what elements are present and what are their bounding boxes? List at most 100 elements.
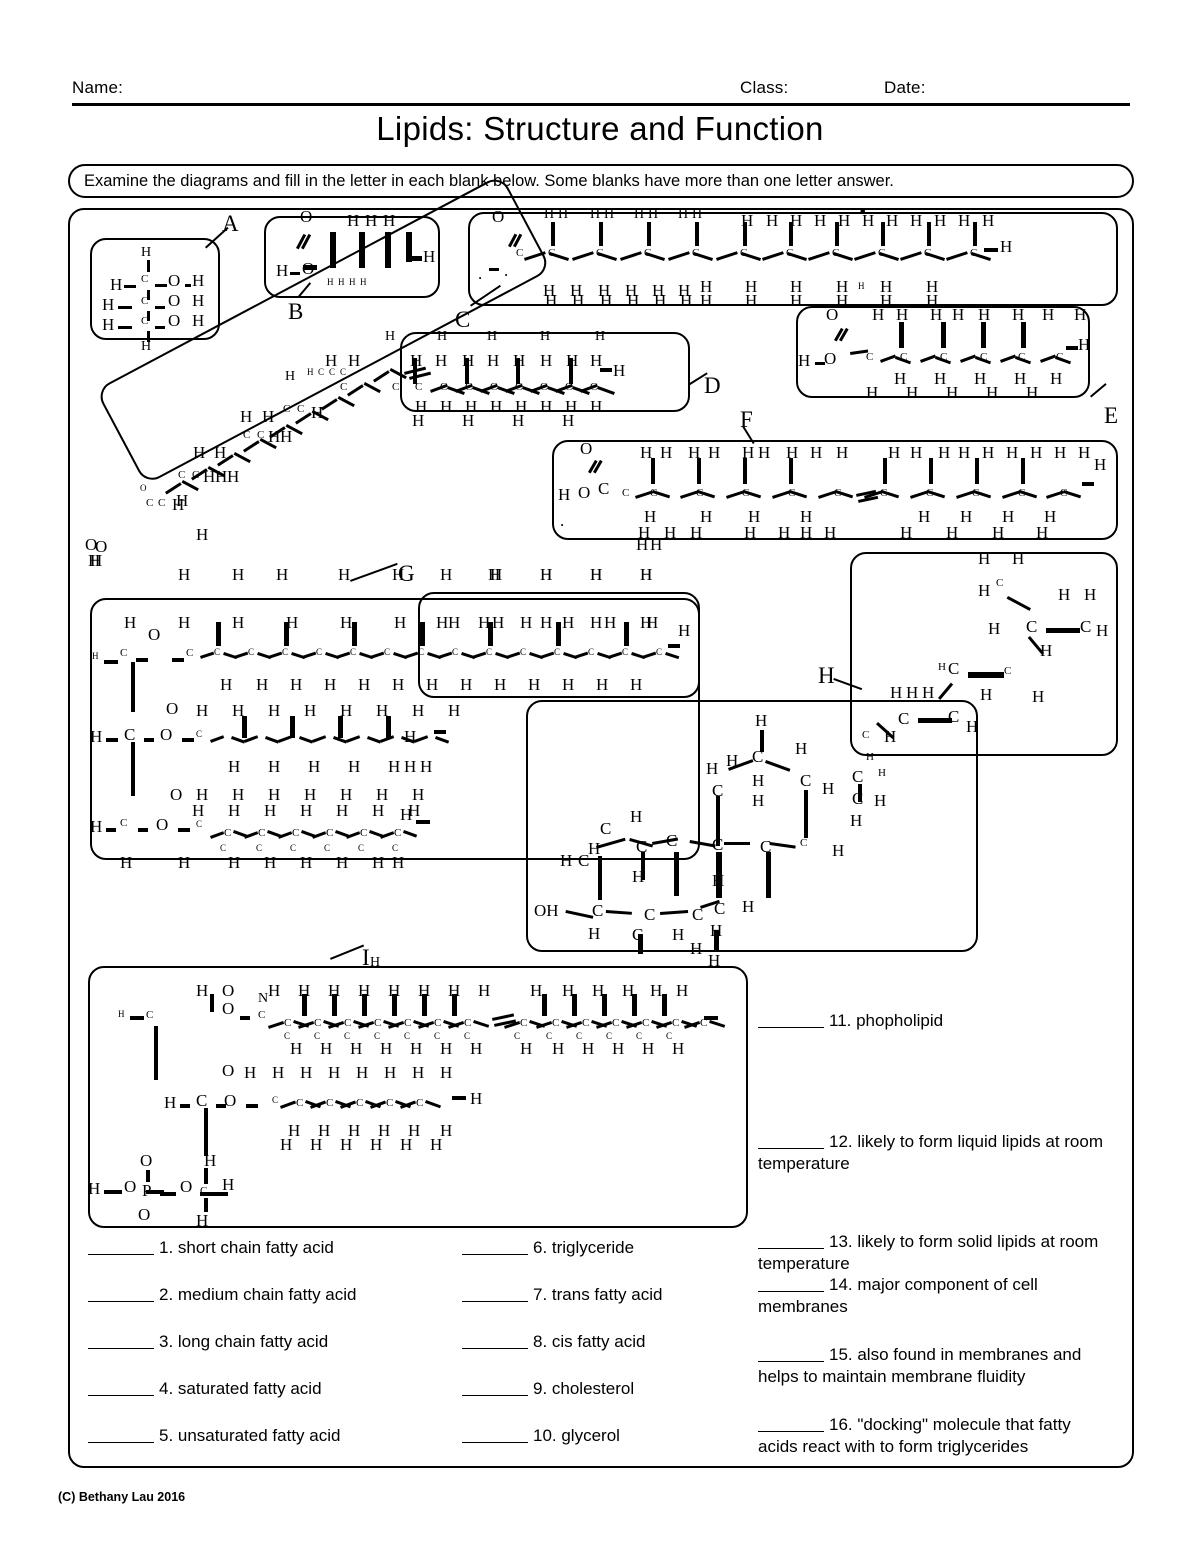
answer-blank-input[interactable] (88, 1254, 154, 1255)
answer-blank-input[interactable] (758, 1027, 824, 1028)
atom-h: H (752, 771, 765, 790)
atom-h: H (192, 291, 205, 310)
bond-vertical (743, 458, 747, 484)
bond-vertical (210, 994, 214, 1012)
atom-h: H (515, 397, 528, 416)
atom-h: H (327, 277, 334, 287)
diagram-letter-D: D (704, 373, 721, 398)
atom-h: H (262, 407, 275, 426)
atom-h: H (866, 751, 874, 763)
atom-h: H (562, 613, 575, 632)
atom-c: C (344, 1017, 352, 1029)
bond-vertical (641, 852, 645, 880)
atom-h: H (598, 281, 611, 300)
blank-label: 11. phopholipid (829, 1011, 944, 1030)
bond-vertical (598, 856, 602, 900)
atom-h: H (688, 443, 701, 462)
date-label: Date: (884, 78, 926, 97)
atom-h: H (590, 613, 603, 632)
bond-horizontal (138, 828, 148, 832)
bond-vertical (602, 994, 607, 1016)
bond-horizontal (984, 248, 998, 252)
atom-h: H (838, 211, 851, 230)
bond-vertical (760, 730, 764, 752)
atom-c: C (404, 1031, 411, 1041)
molecule-box-A-glycerol (90, 238, 220, 340)
atom-h: H (540, 397, 553, 416)
atom-h: H (654, 291, 667, 310)
atom-c: C (394, 827, 402, 839)
answer-blank-input[interactable] (758, 1248, 824, 1249)
atom-h: H (644, 507, 657, 526)
answer-blank-input[interactable] (88, 1301, 154, 1302)
atom-h: H (612, 1039, 625, 1058)
atom-o: O (492, 207, 505, 226)
atom-h: H (415, 397, 428, 416)
answer-blank-input[interactable] (462, 1442, 528, 1443)
atom-h: H (440, 565, 453, 584)
bond-horizontal (1082, 482, 1094, 486)
instruction-text: Examine the diagrams and fill in the let… (84, 171, 894, 190)
atom-h: H (790, 277, 803, 296)
atom-h: H (810, 443, 823, 462)
bond-vertical (662, 994, 667, 1016)
atom-h: H (652, 281, 665, 300)
atom-h: H (896, 305, 909, 324)
atom-h: H (545, 291, 558, 310)
instruction-banner: Examine the diagrams and fill in the let… (68, 164, 1134, 198)
atom-h: H (795, 739, 808, 758)
atom-h: H (304, 701, 317, 720)
blank-label: 16. "docking" molecule that fatty acids … (758, 1415, 1071, 1456)
atom-h: H (755, 711, 768, 730)
atom-c: C (314, 1031, 321, 1041)
atom-c: C (272, 1095, 279, 1105)
atom-o: O (222, 981, 235, 1000)
blank-row-12: 12. likely to form liquid lipids at room… (758, 1131, 1103, 1175)
answer-blank-input[interactable] (88, 1348, 154, 1349)
atom-c: C (290, 843, 297, 853)
answer-blank-input[interactable] (758, 1148, 824, 1149)
atom-h: H (572, 291, 585, 310)
atom-h: H (565, 397, 578, 416)
bond-horizontal (1046, 628, 1080, 633)
copyright-footer: (C) Bethany Lau 2016 (58, 1490, 186, 1504)
atom-h: H (540, 565, 553, 584)
atom-h: H (836, 443, 849, 462)
atom-h: H (348, 351, 361, 370)
atom-h: H (358, 675, 371, 694)
atom-o: O (578, 483, 591, 502)
atom-h: H (640, 613, 653, 632)
atom-c: C (434, 1031, 441, 1041)
answer-blank-input[interactable] (462, 1301, 528, 1302)
answer-blank-input[interactable] (88, 1395, 154, 1396)
atom-h: H (1014, 369, 1027, 388)
atom-h: H (280, 427, 293, 446)
atom-h: H (952, 305, 965, 324)
atom-h: H (90, 727, 103, 746)
atom-h: H (192, 311, 205, 330)
answer-blank-input[interactable] (462, 1348, 528, 1349)
bond-horizontal (155, 306, 165, 309)
diagram-letter-I: I (362, 945, 370, 970)
atom-h: H (120, 853, 133, 872)
atom-c: C (178, 469, 186, 481)
atom-h: H (90, 817, 103, 836)
answer-blank-input[interactable] (462, 1254, 528, 1255)
answer-blank-input[interactable] (758, 1291, 824, 1292)
bond-horizontal (434, 730, 446, 734)
atom-h: H (922, 683, 935, 702)
diagram-area-frame (68, 208, 1134, 1468)
atom-h: H (228, 757, 241, 776)
atom-c: C (248, 647, 255, 657)
answer-blank-input[interactable] (88, 1442, 154, 1443)
answer-blank-input[interactable] (758, 1431, 824, 1432)
atom-c: C (452, 647, 459, 657)
blank-label: 3. long chain fatty acid (159, 1332, 329, 1351)
atom-c: C (712, 835, 724, 854)
atom-c: C (1004, 665, 1012, 677)
atom-h: H (1000, 237, 1013, 256)
bond-diagonal (724, 842, 750, 845)
answer-blank-input[interactable] (462, 1395, 528, 1396)
answer-blank-input[interactable] (758, 1361, 824, 1362)
atom-c: C (297, 403, 305, 415)
